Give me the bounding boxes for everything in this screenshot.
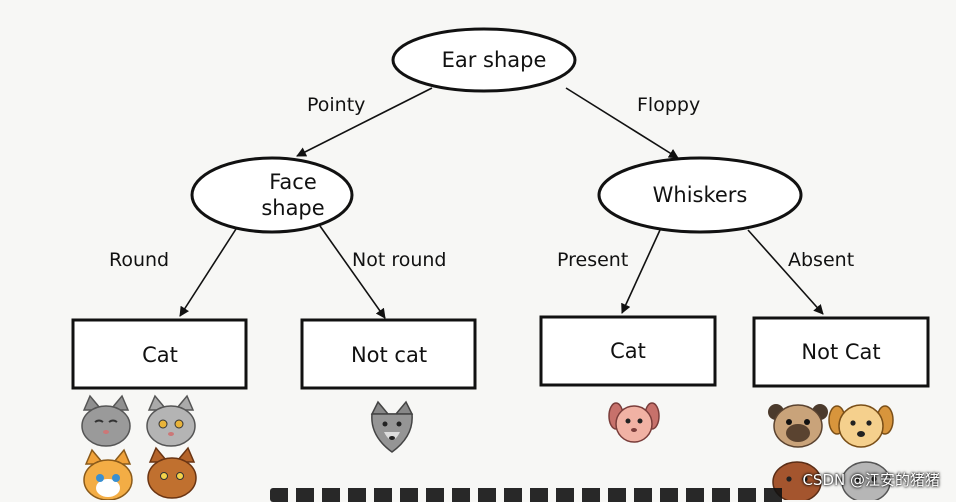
face-shape-node	[190, 156, 354, 234]
watermark: CSDN @江安的猪猪	[802, 471, 940, 489]
gray-wolf-icon	[370, 400, 414, 453]
whiskers-node	[597, 156, 803, 234]
leaf-1-label: Cat	[142, 343, 178, 367]
root-node	[391, 27, 577, 93]
whiskers-node-label: Whiskers	[652, 183, 748, 207]
leaf-4-box	[752, 316, 930, 388]
leaf-3-box	[539, 315, 717, 387]
edge-label-floppy: Floppy	[637, 94, 701, 116]
subtitle-strip	[270, 488, 790, 502]
leaf-2-box	[300, 318, 477, 390]
pug-dog-icon	[768, 404, 828, 448]
face-shape-node-label: Face shape	[261, 170, 325, 220]
edge-label-round: Round	[109, 249, 170, 271]
edge-absent	[747, 229, 824, 315]
brown-cat-icon	[147, 446, 197, 499]
edge-label-absent: Absent	[788, 249, 855, 271]
pink-dog-icon	[608, 402, 660, 443]
animal-icons	[81, 394, 894, 500]
leaf-3-label: Cat	[610, 339, 646, 363]
edge-label-pointy: Pointy	[307, 94, 366, 116]
edge-floppy	[565, 87, 679, 159]
root-node-label: Ear shape	[441, 48, 547, 72]
gray-dog-icon	[841, 461, 891, 500]
yellow-dog-icon	[828, 404, 894, 448]
edge-round	[179, 228, 237, 317]
leaf-1-box	[71, 318, 248, 390]
edge-present	[621, 229, 661, 314]
edge-label-not-round: Not round	[352, 249, 447, 271]
gray-cat-icon	[146, 394, 196, 447]
orange-cat-icon	[83, 448, 133, 500]
edge-pointy	[296, 87, 433, 157]
leaf-4-label: Not Cat	[801, 340, 881, 364]
edge-label-present: Present	[557, 249, 629, 271]
leaf-2-label: Not cat	[350, 343, 428, 367]
gray-cat-icon	[81, 394, 131, 447]
edge-not-round	[319, 225, 386, 319]
